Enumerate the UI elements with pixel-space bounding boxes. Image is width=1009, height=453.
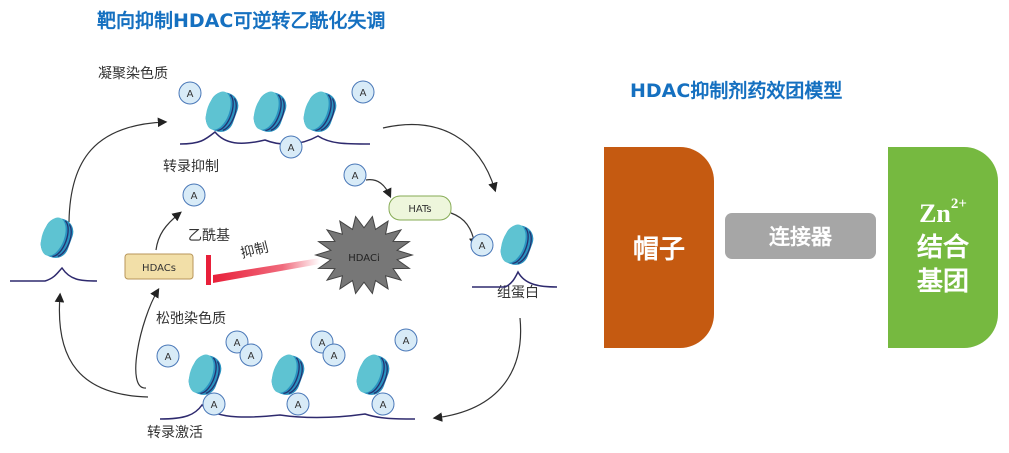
acetyl-letter: A — [234, 338, 241, 349]
zinc-charge: 2+ — [950, 195, 967, 212]
dna-strands — [10, 130, 558, 420]
label-acetyl-group: 乙酰基 — [188, 227, 230, 244]
linker-block: 连接器 — [725, 213, 876, 259]
nucleosome-icon — [271, 354, 305, 395]
nucleosome-icon — [205, 91, 239, 132]
label-inhibit: 抑制 — [239, 240, 270, 262]
nucleosome-icon — [188, 354, 222, 395]
acetyl-marker: A — [394, 328, 418, 352]
acetyl-letter: A — [331, 351, 338, 362]
zbg-line1: 结合 — [916, 232, 969, 263]
acetyl-letter: A — [191, 191, 198, 202]
acetyl-letter: A — [479, 241, 486, 252]
acetyl-circle — [343, 163, 367, 187]
zinc-ion: Zn2+ — [919, 195, 967, 231]
label-transcription-activation: 转录激活 — [147, 424, 203, 441]
acetyl-marker: A — [178, 81, 202, 105]
acetyl-letter: A — [352, 171, 359, 182]
hdaci-starburst — [314, 215, 414, 295]
acetyl-circle — [322, 343, 346, 367]
acetyl-letter: A — [319, 338, 326, 349]
inhibition-line — [206, 255, 320, 285]
acetyl-marker: A — [322, 343, 346, 367]
acetyl-letter: A — [187, 89, 194, 100]
acetyl-circle — [156, 344, 180, 368]
acetyl-circle — [182, 183, 206, 207]
hdaci-label: HDACi — [348, 253, 379, 264]
acetyl-marker: A — [239, 343, 263, 367]
hdacs-box — [124, 253, 194, 280]
acetyl-circle — [371, 392, 395, 416]
acetyl-circle — [279, 135, 303, 159]
acetyl-letter: A — [211, 400, 218, 411]
acetyl-circle — [178, 81, 202, 105]
label-transcription-repression: 转录抑制 — [163, 159, 219, 175]
zinc-symbol: Zn — [919, 198, 951, 228]
linker-label: 连接器 — [769, 225, 832, 249]
acetyl-marker: A — [156, 344, 180, 368]
acetyl-letter: A — [295, 400, 302, 411]
acetyl-circle — [394, 328, 418, 352]
acetyl-marker: A — [202, 392, 226, 416]
acetyl-marker: A — [470, 233, 494, 257]
hats-label: HATs — [408, 204, 431, 215]
nucleosome-icon — [40, 217, 74, 258]
cap-label: 帽子 — [632, 235, 685, 265]
cycle-arrows — [54, 117, 522, 422]
cap-group-block: 帽子 — [604, 147, 714, 348]
hdacs-label: HDACs — [142, 263, 176, 274]
acetyl-circle — [470, 233, 494, 257]
acetyl-circle — [239, 343, 263, 367]
label-relaxed-chromatin: 松弛染色质 — [156, 310, 226, 327]
acetyl-marker: A — [279, 135, 303, 159]
acetyl-marker: A — [371, 392, 395, 416]
acetyl-marker: A — [182, 183, 206, 207]
acetyl-letter: A — [403, 336, 410, 347]
acetyl-circle — [286, 392, 310, 416]
nucleosome-icon — [356, 354, 390, 395]
left-title: 靶向抑制HDAC可逆转乙酰化失调 — [97, 9, 385, 32]
acetyl-letter: A — [360, 88, 367, 99]
zbg-line2: 基团 — [916, 266, 969, 297]
acetyl-marker: A — [351, 80, 375, 104]
acetyl-letter: A — [288, 143, 295, 154]
nucleosome-icon — [500, 224, 534, 265]
hats-box — [388, 195, 452, 221]
nucleosome-icon — [303, 91, 337, 132]
zinc-binding-group-block: Zn2+ 结合 基团 — [888, 147, 998, 348]
acetyl-letter: A — [165, 352, 172, 363]
acetyl-letter: A — [248, 351, 255, 362]
label-condensed-chromatin: 凝聚染色质 — [98, 65, 168, 82]
acetyl-marker: A — [343, 163, 367, 187]
acetyl-circle — [202, 392, 226, 416]
nucleosome-icon — [253, 91, 287, 132]
label-histone: 组蛋白 — [497, 285, 539, 301]
acetyl-letter: A — [380, 400, 387, 411]
acetyl-marker: A — [286, 392, 310, 416]
acetyl-circle — [351, 80, 375, 104]
